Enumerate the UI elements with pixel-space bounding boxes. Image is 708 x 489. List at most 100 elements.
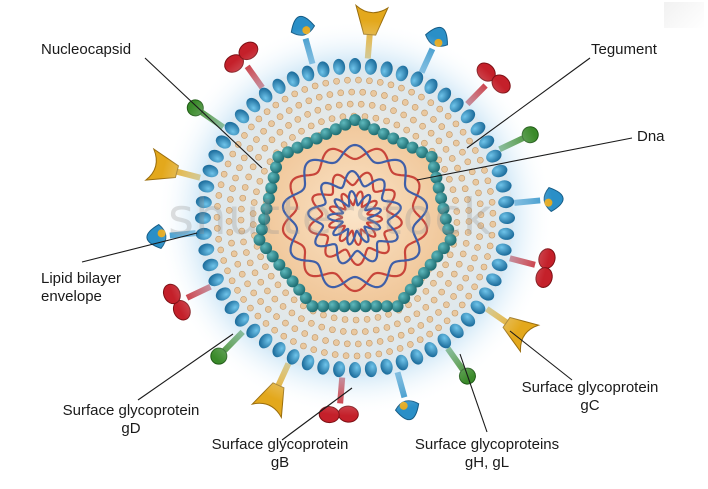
tegument-particle <box>218 247 224 253</box>
tegument-particle <box>362 113 368 119</box>
tegument-particle <box>298 316 304 322</box>
tegument-particle <box>452 310 458 316</box>
tegument-particle <box>485 178 491 184</box>
tegument-particle <box>414 311 420 317</box>
tegument-particle <box>428 100 434 106</box>
tegument-particle <box>366 340 372 346</box>
tegument-particle <box>306 98 312 104</box>
tegument-particle <box>423 304 429 310</box>
tegument-particle <box>384 118 390 124</box>
tegument-particle <box>318 119 324 125</box>
tegument-particle <box>258 298 264 304</box>
tegument-particle <box>430 280 436 286</box>
tegument-particle <box>376 351 382 357</box>
tegument-particle <box>397 345 403 351</box>
tegument-particle <box>230 151 236 157</box>
tegument-particle <box>437 271 443 277</box>
tegument-particle <box>261 168 267 174</box>
tegument-particle <box>360 89 366 95</box>
tegument-particle <box>311 347 317 353</box>
tegument-particle <box>272 327 278 333</box>
tegument-particle <box>473 179 479 185</box>
label-gb-line1: Surface glycoprotein <box>188 436 372 454</box>
tegument-particle <box>484 254 490 260</box>
tegument-particle <box>277 114 283 120</box>
tegument-particle <box>445 113 451 119</box>
tegument-particle <box>460 129 466 135</box>
tegument-particle <box>343 353 349 359</box>
tegument-particle <box>457 285 463 291</box>
tegument-particle <box>353 317 359 323</box>
tegument-particle <box>305 111 311 117</box>
tegument-particle <box>221 171 227 177</box>
tegument-particle <box>401 112 407 118</box>
tegument-particle <box>468 265 474 271</box>
tegument-particle <box>233 175 239 181</box>
tegument-particle <box>439 124 445 130</box>
tegument-particle <box>290 339 296 345</box>
tegument-particle <box>321 350 327 356</box>
label-gd-line1: Surface glycoprotein <box>38 402 224 420</box>
tegument-particle <box>327 92 333 98</box>
capsomer <box>370 300 382 312</box>
label-gc-line2: gC <box>497 397 683 415</box>
label-ghgl-line1: Surface glycoproteins <box>389 436 585 454</box>
tegument-particle <box>319 324 325 330</box>
tegument-particle <box>409 89 415 95</box>
tegument-particle <box>308 123 314 129</box>
tegument-particle <box>338 90 344 96</box>
tegument-particle <box>241 132 247 138</box>
tegument-particle <box>250 164 256 170</box>
tegument-particle <box>427 316 433 322</box>
tegument-particle <box>239 271 245 277</box>
tegument-particle <box>255 313 261 319</box>
tegument-particle <box>446 176 452 182</box>
tegument-particle <box>384 324 390 330</box>
tegument-particle <box>466 293 472 299</box>
tegument-particle <box>246 174 252 180</box>
tegument-particle <box>436 138 442 144</box>
tegument-particle <box>256 154 262 160</box>
tegument-particle <box>257 178 263 184</box>
tegument-particle <box>455 165 461 171</box>
tegument-particle <box>408 328 414 334</box>
tegument-particle <box>289 134 295 140</box>
tegument-particle <box>443 302 449 308</box>
capsomer <box>430 172 442 184</box>
tegument-particle <box>451 293 457 299</box>
tegument-particle <box>265 306 271 312</box>
label-gc: Surface glycoprotein gC <box>497 379 683 415</box>
tegument-particle <box>281 333 287 339</box>
tegument-particle <box>366 78 372 84</box>
tegument-particle <box>256 116 262 122</box>
tegument-particle <box>236 165 242 171</box>
tegument-particle <box>417 337 423 343</box>
tegument-particle <box>443 146 449 152</box>
tegument-particle <box>445 280 451 286</box>
tegument-particle <box>283 290 289 296</box>
tegument-particle <box>472 147 478 153</box>
tegument-particle <box>336 102 342 108</box>
tegument-particle <box>241 296 247 302</box>
tegument-particle <box>355 77 361 83</box>
capsomer <box>338 300 350 312</box>
lipid-bead <box>349 58 361 74</box>
tegument-particle <box>463 275 469 281</box>
tegument-particle <box>447 252 453 258</box>
tegument-particle <box>365 352 371 358</box>
capsomer <box>381 300 393 312</box>
tegument-particle <box>286 108 292 114</box>
tegument-particle <box>292 326 298 332</box>
tegument-particle <box>371 90 377 96</box>
tegument-particle <box>453 140 459 146</box>
tegument-particle <box>394 321 400 327</box>
tegument-particle <box>451 271 457 277</box>
tegument-particle <box>263 320 269 326</box>
tegument-particle <box>269 121 275 127</box>
tegument-particle <box>373 115 379 121</box>
tegument-particle <box>251 290 257 296</box>
tegument-particle <box>344 77 350 83</box>
tegument-particle <box>355 341 361 347</box>
tegument-particle <box>431 297 437 303</box>
tegument-particle <box>388 82 394 88</box>
